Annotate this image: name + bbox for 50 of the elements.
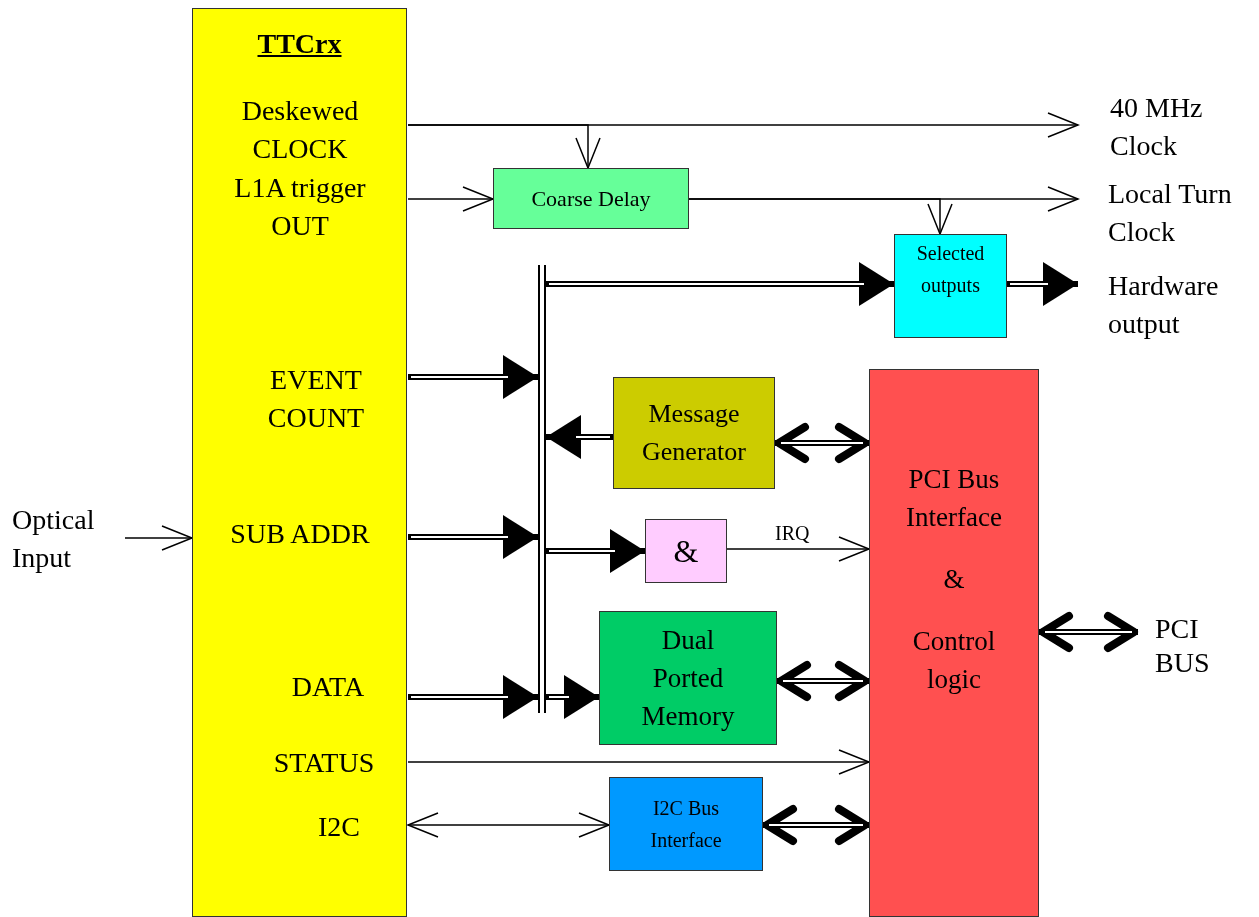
bus-interface-block — [869, 369, 1039, 917]
signal-label: PCI BUS — [1155, 612, 1211, 680]
signal-label: Local Turn Clock — [1108, 177, 1233, 249]
bus-arrow — [408, 355, 538, 399]
signal-label: Hardware output — [1108, 269, 1220, 341]
signal-arrow — [688, 198, 953, 235]
block-label: Control logic — [911, 625, 997, 696]
delay-block — [493, 168, 689, 229]
signal-arrow — [407, 749, 870, 775]
signal-arrow — [407, 186, 494, 212]
signal-arrow — [726, 536, 870, 562]
signal-label: L1A trigger OUT — [233, 171, 367, 243]
bus-arrow — [408, 675, 538, 719]
bus-arrow — [546, 675, 599, 719]
signal-arrow — [407, 812, 610, 838]
output-select-block — [894, 234, 1007, 338]
block-label: & — [673, 532, 699, 570]
block-label: I2C Bus Interface — [649, 796, 723, 853]
signal-label: STATUS — [272, 746, 376, 780]
bus-arrow — [1007, 262, 1078, 306]
signal-label: SUB ADDR — [229, 517, 371, 551]
block-label: Dual Ported Memory — [640, 624, 736, 733]
i2c-interface-block — [609, 777, 763, 871]
block-label: Message Generator — [641, 398, 747, 468]
and-gate-block — [645, 519, 727, 583]
bus-arrow — [546, 529, 645, 573]
bus-arrow — [777, 661, 869, 701]
signal-label: I2C — [317, 810, 361, 844]
signal-label: Optical Input — [12, 503, 96, 575]
block-title: TTCrx — [256, 27, 343, 61]
bus-arrow — [775, 423, 869, 463]
signal-label: DATA — [290, 670, 366, 704]
bus-arrow — [763, 805, 869, 845]
block-label: & — [942, 563, 966, 596]
signal-label: EVENT COUNT — [266, 363, 366, 435]
bus-arrow — [408, 515, 538, 559]
block-label: PCI Bus Interface — [905, 463, 1003, 534]
chip-block — [192, 8, 407, 917]
bus-arrow — [1039, 612, 1138, 652]
block-label: Selected outputs — [915, 241, 986, 299]
bus-arrow — [546, 262, 894, 306]
bus-arrow — [546, 415, 613, 459]
signal-arrow — [407, 124, 601, 169]
bus-bar — [538, 265, 546, 713]
memory-block — [599, 611, 777, 745]
block-label: Coarse Delay — [531, 184, 651, 213]
generator-block — [613, 377, 775, 489]
signal-label: Deskewed CLOCK — [240, 94, 360, 166]
signal-label: 40 MHz Clock — [1110, 91, 1204, 163]
signal-arrow — [124, 525, 193, 551]
